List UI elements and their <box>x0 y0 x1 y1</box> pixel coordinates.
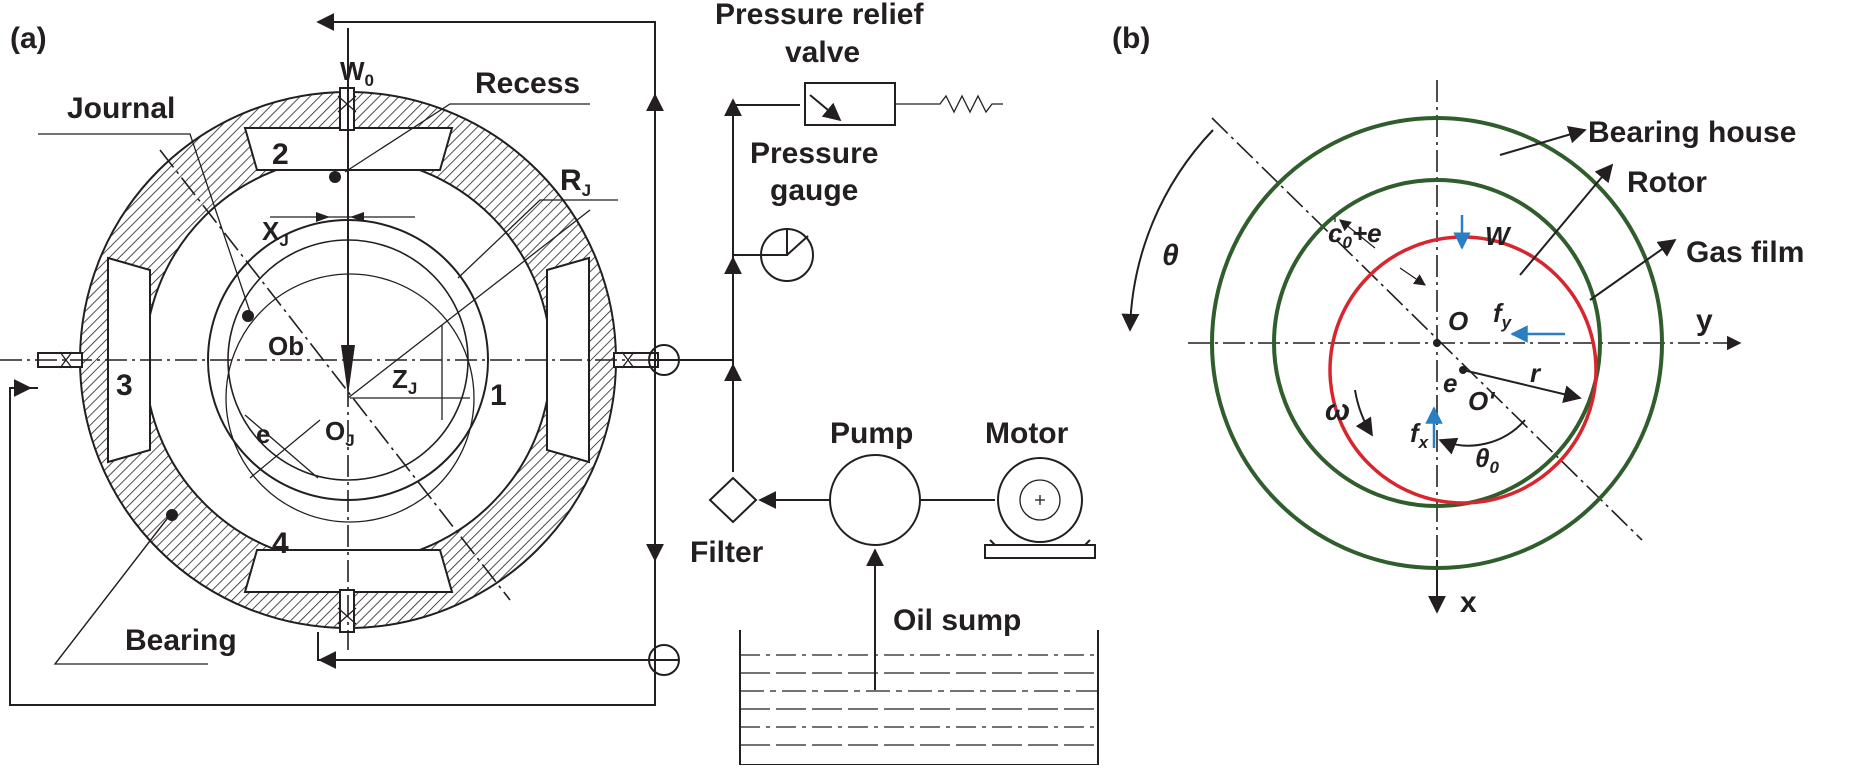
label-theta0: θ0 <box>1475 443 1500 477</box>
journal-dot <box>242 310 254 322</box>
relief-valve-arrow <box>810 95 840 120</box>
recess-number-3: 3 <box>116 369 133 402</box>
supply-line-bottom <box>318 632 655 660</box>
theta0-arc <box>1440 420 1525 446</box>
label-e-a: e <box>256 419 270 449</box>
recess-number-1: 1 <box>490 379 507 412</box>
flow-meter-top <box>649 345 679 375</box>
bearing-dot <box>166 509 178 521</box>
c0e-arrow-b <box>1400 268 1425 285</box>
label-ob: Ob <box>268 331 304 361</box>
label-w0: W0 <box>340 56 374 90</box>
panel-b-tag: (b) <box>1112 22 1150 55</box>
motor-symbol <box>985 458 1095 558</box>
label-recess: Recess <box>475 67 580 100</box>
relief-valve-body <box>805 83 895 125</box>
label-xj: XJ <box>262 216 289 250</box>
label-bearing-house: Bearing house <box>1588 116 1796 149</box>
label-oj: OJ <box>325 416 355 450</box>
label-o-prime: O' <box>1468 386 1495 416</box>
label-omega: ω <box>1325 394 1350 427</box>
flow-meter-bottom <box>649 645 679 675</box>
label-pump: Pump <box>830 417 913 450</box>
label-rotor: Rotor <box>1627 166 1707 199</box>
label-zj: ZJ <box>392 364 417 398</box>
gauge-branch <box>733 228 787 255</box>
pressure-gauge-needle <box>787 236 808 255</box>
panel-a: (a) <box>0 0 1098 765</box>
recess-number-2: 2 <box>272 138 289 171</box>
pump-body <box>830 455 920 545</box>
label-rj: RJ <box>560 164 591 200</box>
label-relief-valve-2: valve <box>785 36 860 69</box>
label-filter: Filter <box>690 536 764 569</box>
label-theta: θ <box>1162 239 1179 272</box>
label-pressure-gauge-1: Pressure <box>750 137 878 170</box>
load-arrow-head <box>341 345 355 395</box>
label-w: W <box>1485 221 1512 251</box>
label-journal: Journal <box>67 92 175 125</box>
leader-gas-film <box>1590 240 1675 300</box>
label-o: O <box>1448 306 1468 336</box>
oil-sump-tank <box>740 630 1098 765</box>
leader-rotor <box>1520 165 1612 275</box>
panel-a-tag: (a) <box>10 22 47 55</box>
label-x-axis: x <box>1460 586 1477 619</box>
recess-number-4: 4 <box>272 527 289 560</box>
leader-bearing-house <box>1500 130 1585 155</box>
relief-valve-spring <box>895 96 1003 112</box>
label-oil-sump: Oil sump <box>893 604 1021 637</box>
filter-symbol <box>710 478 756 522</box>
label-gas-film: Gas film <box>1686 236 1804 269</box>
theta-arc <box>1130 130 1213 330</box>
label-c0e: c0+e <box>1328 218 1382 252</box>
center-o-prime-dot <box>1459 366 1467 374</box>
omega-arc <box>1355 390 1372 435</box>
center-o-dot <box>1433 339 1441 347</box>
label-y-axis: y <box>1696 304 1713 337</box>
label-pressure-gauge-2: gauge <box>770 174 858 207</box>
label-bearing: Bearing <box>125 624 237 657</box>
recess-dot <box>329 171 341 183</box>
label-r: r <box>1530 358 1542 388</box>
label-fy: fy <box>1493 298 1513 332</box>
label-fx: fx <box>1410 418 1430 452</box>
label-e-b: e <box>1443 368 1457 398</box>
label-relief-valve-1: Pressure relief <box>715 0 924 31</box>
label-motor: Motor <box>985 417 1069 450</box>
panel-b: (b) Bearing house R <box>1112 22 1804 619</box>
